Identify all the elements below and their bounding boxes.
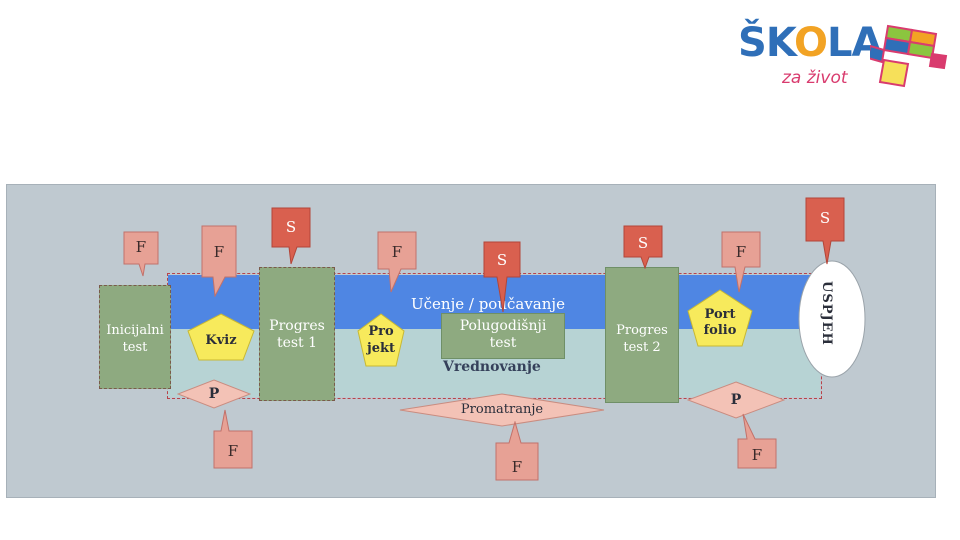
formative-callout-2-label: F [213,243,225,261]
quiz-pentagon [187,313,255,361]
midterm-test-box: Polugodišnji test [441,313,565,359]
progress-test-1-line2: test 1 [276,335,318,351]
formative-callout-4-label: F [735,243,747,261]
hopscotch-grid-icon [870,24,948,88]
formative-callout-1 [123,231,159,277]
summative-callout-3-label: S [637,234,649,252]
observation-diamond [399,393,605,427]
logo-letter-k: K [765,20,795,66]
summative-callout-3 [623,225,663,269]
formative-callout-6-label: F [511,458,523,476]
progress-test-1-box: Progres test 1 [259,267,335,401]
project-pentagon [357,313,405,367]
assessment-diagram: Učenje / poučavanje Vrednovanje Inicijal… [6,184,936,498]
observation-diamond-1-label: P [208,386,220,402]
formative-callout-5-label: F [227,442,239,460]
progress-test-2-line2: test 2 [623,340,661,355]
success-label: USPJEH [819,281,834,346]
formative-callout-7 [737,413,777,469]
observation-diamond-2 [687,381,785,419]
formative-callout-5 [213,409,253,469]
logo-tagline: za život [782,68,848,88]
logo-word: ŠKOLA [738,20,882,66]
initial-test-box: Inicijalni test [99,285,171,389]
initial-test-label: Inicijalni test [106,323,164,355]
progress-test-1-line1: Progres [269,318,325,334]
summative-callout-4-label: S [819,209,831,227]
evaluation-band-label: Vrednovanje [443,359,541,375]
quiz-label: Kviz [205,333,237,348]
project-label: Pro jekt [357,323,405,357]
observation-diamond-1 [177,379,251,409]
summative-callout-2-label: S [496,251,508,269]
formative-callout-3 [377,231,417,293]
logo-letter-s: Š [738,20,767,66]
project-label-line2: jekt [367,341,395,356]
observation-diamond-2-label: P [730,392,742,408]
formative-callout-2 [201,225,237,297]
observation-label: Promatranje [460,402,544,417]
portfolio-label-line2: folio [703,323,737,338]
progress-test-2-line1: Progres [616,323,668,338]
logo-letter-o: O [794,20,828,66]
progress-test-2-box: Progres test 2 [605,267,679,403]
learning-band-label: Učenje / poučavanje [411,295,565,313]
portfolio-label-line1: Port [704,307,736,322]
summative-callout-2 [483,241,521,313]
skola-za-zivot-logo: ŠKOLA za život [738,18,948,96]
summative-callout-4 [805,197,845,265]
summative-callout-1 [271,207,311,265]
formative-callout-1-label: F [135,238,147,256]
midterm-test-line1: Polugodišnji [459,318,547,334]
portfolio-pentagon [687,289,753,347]
formative-callout-4 [721,231,761,293]
logo-letter-l: L [827,20,852,66]
midterm-test-line2: test [489,335,517,351]
project-label-line1: Pro [368,324,394,339]
success-ellipse [798,260,866,378]
portfolio-label: Port folio [687,307,753,339]
summative-callout-1-label: S [285,218,297,236]
formative-callout-7-label: F [751,446,763,464]
formative-callout-6 [495,421,539,481]
formative-callout-3-label: F [391,243,403,261]
